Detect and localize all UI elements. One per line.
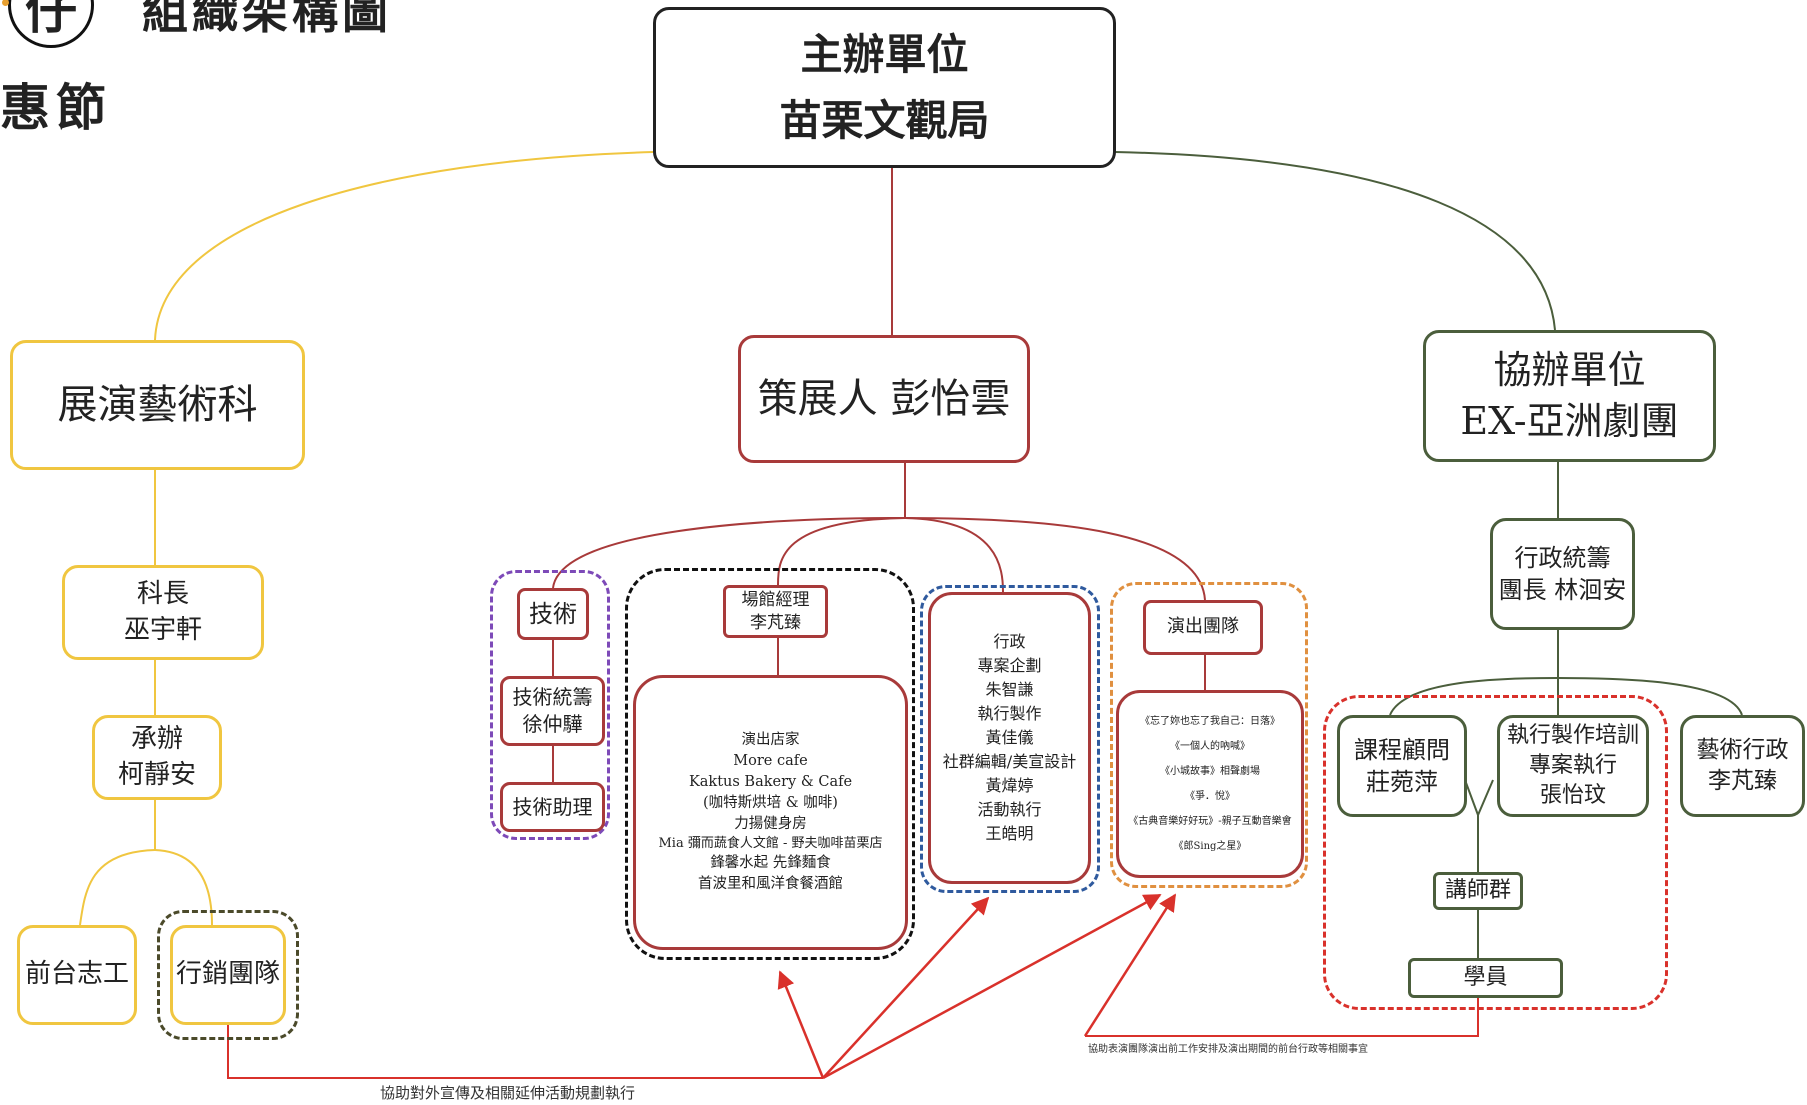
dept-name: 展演藝術科 [57,382,258,428]
organizer-name: 柯靜安 [117,759,196,790]
show-item-1: 《忘了妳也忘了我自己：日落》 [1140,716,1280,727]
training-name: 張怡玟 [1539,782,1606,808]
stores-line-5: 力揚健身房 [734,815,807,832]
advisor-title: 課程顧問 [1354,735,1450,764]
stores-line-7: 鋒馨水起 先鋒麵食 [710,855,831,872]
marketing-dashed-frame [157,910,299,1040]
venue-dashed-frame [625,568,915,960]
arts-admin-box: 藝術行政 李芃臻 [1680,715,1805,817]
marketing-label: 行銷團隊 [175,959,280,990]
admin-lead-name: 團長 林洄安 [1498,576,1627,604]
chief-box: 科長 巫宇軒 [62,565,264,660]
chief-title: 科長 [136,579,189,610]
admin-box: 行政 專案企劃 朱智謙 執行製作 黃佳儀 社群編輯/美宣設計 黃煒婷 活動執行 … [928,592,1091,884]
host-name: 苗栗文觀局 [779,95,990,145]
tech-assistant-label: 技術助理 [512,794,593,819]
stores-line-2: More cafe [733,752,808,769]
venue-manager-box: 場館經理 李芃臻 [723,585,828,638]
tech-head-box: 技術 [517,588,589,640]
advisor-box: 課程顧問 莊菀萍 [1337,715,1467,817]
training-dashed-frame [1323,695,1668,1010]
lecturers-label: 講師群 [1444,878,1511,904]
admin-line-1: 行政 [993,632,1026,651]
volunteers-label: 前台志工 [24,959,129,990]
stores-line-4: (咖特斯烘培 & 咖啡) [703,794,838,811]
admin-lead-box: 行政統籌 團長 林洄安 [1490,518,1635,630]
training-role: 專案執行 [1528,753,1617,779]
page-title: 組織架構圖 [142,0,392,39]
organizer-box: 承辦 柯靜安 [92,715,222,800]
training-box: 執行製作培訓 專案執行 張怡玟 [1497,715,1649,817]
stores-box: 演出店家 More cafe Kaktus Bakery & Cafe (咖特斯… [633,675,908,950]
host-unit-box: 主辦單位 苗栗文觀局 [653,7,1116,168]
dept-box: 展演藝術科 [10,340,305,470]
logo-text: 惠節 [0,78,112,137]
admin-line-7: 黃煒婷 [985,776,1034,795]
organizer-title: 承辦 [130,724,183,755]
admin-line-3: 朱智謙 [985,680,1034,699]
admin-line-2: 專案企劃 [977,656,1042,675]
admin-dashed-frame [920,585,1100,893]
chief-name: 巫宇軒 [123,614,202,645]
show-item-6: 《郎Sing之星》 [1173,841,1247,852]
arts-admin-name: 李芃臻 [1708,768,1777,794]
logo-glyph: 仔 [24,0,77,41]
tech-dashed-frame [490,570,610,840]
admin-line-6: 社群編輯/美宣設計 [942,752,1077,771]
co-organizer-label: 協辦單位 [1493,347,1646,392]
show-item-5: 《古典音樂好好玩》-親子互動音樂會 [1128,816,1292,827]
admin-line-5: 黃佳儀 [985,728,1034,747]
curator-box: 策展人 彭怡雲 [738,335,1030,463]
volunteers-box: 前台志工 [17,925,137,1025]
venue-manager-name: 李芃臻 [750,612,801,633]
tech-lead-box: 技術統籌 徐仲驊 [500,676,605,746]
host-label: 主辦單位 [800,30,969,80]
venue-manager-title: 場館經理 [741,589,810,610]
performers-head-box: 演出團隊 [1143,600,1263,655]
co-organizer-name: EX-亞洲劇團 [1460,399,1679,443]
arts-admin-title: 藝術行政 [1696,736,1789,763]
students-box: 學員 [1408,958,1563,998]
co-organizer-box: 協辦單位 EX-亞洲劇團 [1423,330,1716,462]
admin-lead-title: 行政統籌 [1514,543,1611,572]
lecturers-box: 講師群 [1433,872,1523,910]
show-item-2: 《一個人的吶喊》 [1170,741,1250,752]
marketing-box: 行銷團隊 [170,925,286,1025]
stores-line-1: 演出店家 [741,731,800,748]
tech-assistant-box: 技術助理 [500,782,605,832]
show-item-3: 《小城故事》相聲劇場 [1160,766,1260,777]
tech-head-label: 技術 [529,599,577,628]
stores-line-8: 首波里和風洋食餐酒館 [698,876,843,893]
admin-line-8: 活動執行 [977,800,1042,819]
note-bottom: 協助對外宣傳及相關延伸活動規劃執行 [380,1084,636,1102]
admin-line-9: 王皓明 [985,824,1034,843]
students-label: 學員 [1463,965,1508,991]
stores-line-6: Mia 彌而蔬食人文館 - 野夫咖啡苗栗店 [658,835,883,851]
curator-name: 策展人 彭怡雲 [757,376,1011,422]
shows-box: 《忘了妳也忘了我自己：日落》 《一個人的吶喊》 《小城故事》相聲劇場 《爭．悅》… [1116,690,1304,878]
tech-lead-name: 徐仲驊 [522,712,583,736]
performers-head-label: 演出團隊 [1167,616,1239,638]
tech-lead-title: 技術統籌 [512,685,593,709]
show-item-4: 《爭．悅》 [1185,791,1235,802]
note-right: 協助表演團隊演出前工作安排及演出期間的前台行政等相關事宜 [1088,1044,1368,1055]
performers-dashed-frame [1110,582,1308,888]
advisor-name: 莊菀萍 [1366,768,1438,796]
admin-line-4: 執行製作 [977,704,1042,723]
training-title: 執行製作培訓 [1506,723,1639,749]
stores-line-3: Kaktus Bakery & Cafe [688,773,853,790]
